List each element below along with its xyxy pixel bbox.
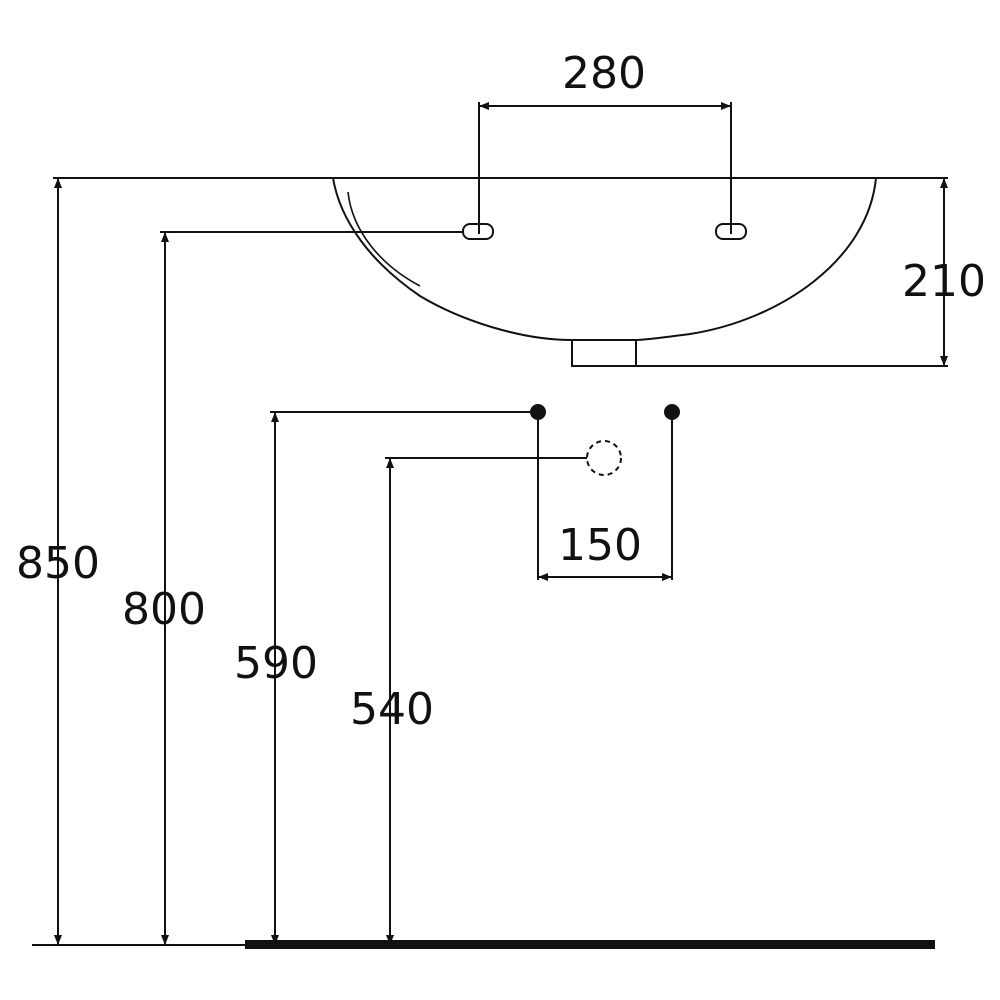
dimension-label-800: 800 bbox=[122, 584, 206, 635]
dimension-label-150: 150 bbox=[558, 520, 642, 571]
dimension-waste-height: 540 bbox=[350, 457, 587, 945]
dimension-label-210: 210 bbox=[902, 256, 986, 307]
dimension-label-590: 590 bbox=[234, 638, 318, 689]
dimension-tap-hole-height: 800 bbox=[122, 231, 463, 945]
basin bbox=[331, 177, 878, 367]
dimension-supply-height: 590 bbox=[234, 411, 530, 945]
dimension-label-540: 540 bbox=[350, 684, 434, 735]
waste-outlet bbox=[571, 340, 637, 367]
floor-line bbox=[32, 940, 935, 949]
dimension-basin-depth: 210 bbox=[636, 177, 986, 367]
waste-connection bbox=[586, 440, 622, 476]
dimension-label-280: 280 bbox=[562, 48, 646, 99]
dimension-label-850: 850 bbox=[16, 538, 100, 589]
supply-points bbox=[530, 404, 680, 420]
dimension-rim-height: 850 bbox=[16, 177, 333, 945]
dimension-supply-spacing: 150 bbox=[537, 420, 673, 581]
supply-point-right bbox=[664, 404, 680, 420]
dimension-tap-spacing: 280 bbox=[478, 48, 732, 234]
supply-point-left bbox=[530, 404, 546, 420]
